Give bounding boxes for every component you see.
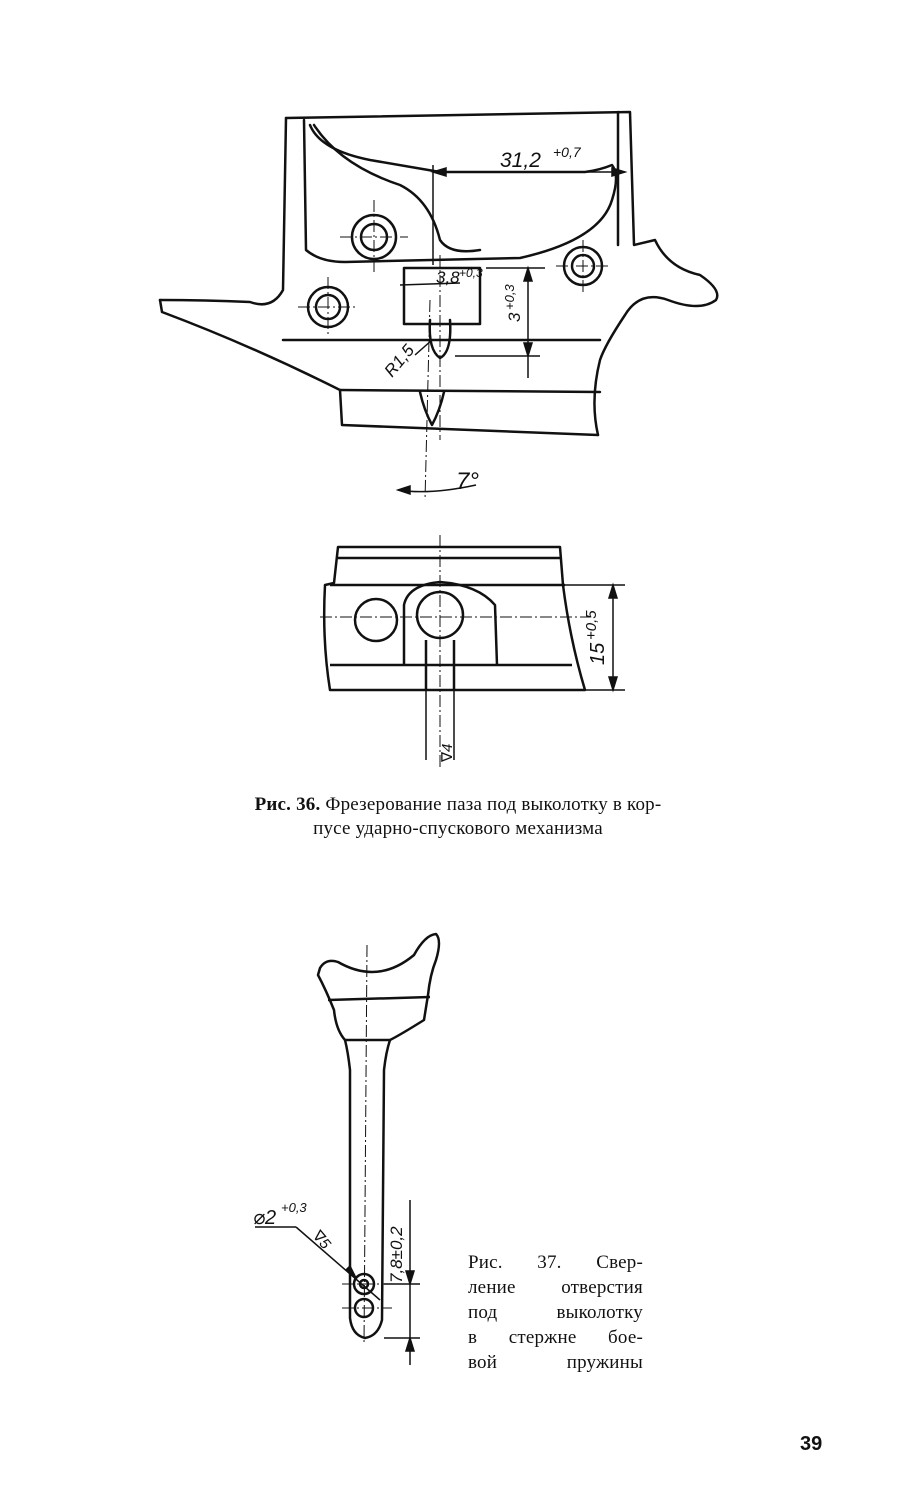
dim-diameter-label: ⌀2 — [253, 1207, 276, 1229]
dim-diameter-tol: +0,3 — [281, 1200, 307, 1215]
upper-cavity — [302, 118, 618, 264]
dim-length-tol: +0,7 — [553, 144, 582, 160]
page-number: 39 — [800, 1433, 823, 1455]
dim-height-label: 15 — [587, 642, 609, 665]
dim-slot-width-tol: +0,3 — [459, 266, 483, 280]
section-hole-left — [353, 597, 399, 643]
figure-36-caption-label: Рис. 36. — [254, 794, 321, 815]
dim-rod-finish-label: ∇5 — [308, 1227, 334, 1253]
dim-depth-label: 3 — [505, 312, 524, 322]
slot-window — [402, 266, 482, 326]
dim-angle-label: 7° — [456, 468, 479, 495]
figure-36-caption-line2: пусе ударно-спускового механизма — [313, 818, 603, 839]
figure-36-caption-line1: Фрезерование паза под выколотку в кор- — [325, 794, 662, 815]
dim-slot-width-label: 3,8 — [436, 268, 460, 287]
dim-length-label: 31,2 — [500, 149, 541, 172]
trigger-housing-outline — [284, 110, 719, 437]
figure-37-caption-line: ление отверстия — [468, 1277, 643, 1298]
figure-36-caption: Рис. 36. Фрезерование паза под выколотку… — [158, 793, 758, 841]
figure-37-caption: Рис. 37. Свер- ление отверстия под выкол… — [468, 1250, 643, 1375]
rod-head — [316, 932, 441, 1042]
dim-finish-label: ∇4 — [439, 744, 456, 763]
dim-height-tol: +0,5 — [583, 610, 600, 640]
rod-shaft — [343, 1039, 392, 1340]
figure-37-caption-line: вой пружины — [468, 1352, 643, 1373]
section-outline — [322, 545, 587, 692]
dim-depth-tol: +0,3 — [502, 284, 517, 310]
figure-37-caption-line: в стержне бое- — [468, 1327, 643, 1348]
dim-distance-label: 7,8±0,2 — [387, 1226, 406, 1283]
figure-37-caption-line: Рис. 37. Свер- — [468, 1252, 643, 1273]
figure-37-caption-line: под выколотку — [468, 1302, 643, 1323]
figure-36-drawing: 31,2 +0,7 3,8 +0,3 3 +0,3 R1,5 7° 15 +0,… — [158, 110, 719, 770]
